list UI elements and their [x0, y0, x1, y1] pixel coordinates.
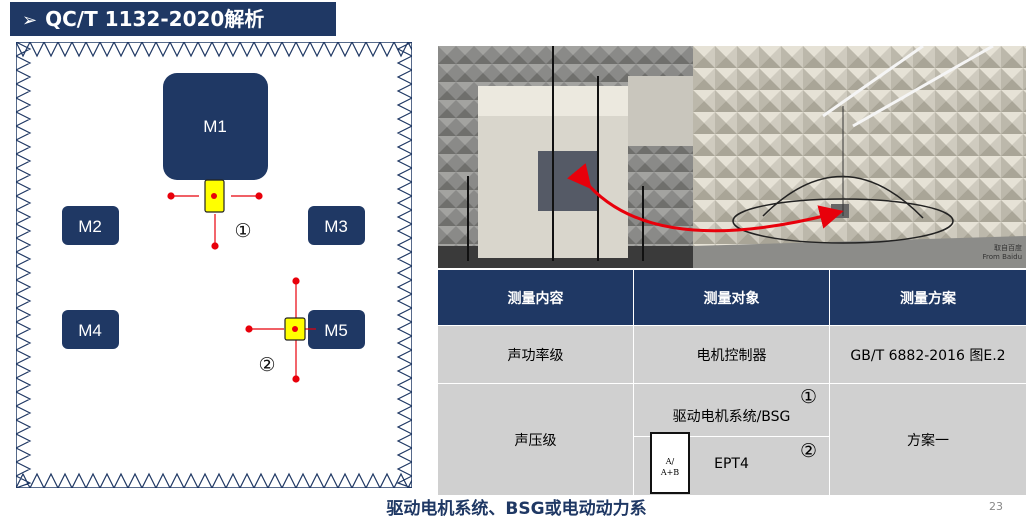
marker-1: ① — [234, 220, 251, 242]
slide-title: QC/T 1132-2020解析 — [45, 7, 265, 31]
note-line2: A+B — [660, 468, 680, 477]
module-m5-label: M5 — [324, 321, 348, 340]
marker-2: ② — [258, 354, 275, 376]
module-m3 — [308, 206, 365, 245]
note-box: A/ A+B — [650, 432, 690, 494]
table-cell: 声压级 — [438, 383, 634, 495]
table-header-content: 测量内容 — [438, 270, 634, 325]
slide-title-bar: ➢ QC/T 1132-2020解析 — [10, 2, 336, 36]
table-cell: 驱动电机系统/BSG — [634, 383, 830, 436]
microphone-cluster-2 — [245, 277, 316, 383]
table-marker-1: ① — [800, 386, 818, 408]
slide-caption: 驱动电机系统、BSG或电动动力系 — [386, 499, 647, 519]
arrow-bullet-icon: ➢ — [22, 10, 38, 31]
module-m2 — [62, 206, 119, 245]
module-m4-label: M4 — [78, 321, 102, 340]
microphone-cluster-1 — [167, 192, 263, 250]
measurement-table: 测量内容 测量对象 测量方案 声功率级 电机控制器 GB/T 6882-2016… — [438, 270, 1026, 495]
photo-credit: 取自百度 From Baidu — [983, 244, 1022, 262]
sensor-dot-2 — [292, 326, 298, 332]
table-cell: 方案一 — [830, 383, 1026, 495]
connecting-arrow — [567, 163, 844, 233]
module-m1 — [163, 73, 268, 180]
note-line1: A/ — [665, 457, 675, 466]
table-header-scheme: 测量方案 — [830, 270, 1026, 325]
absorber-wedges — [16, 42, 412, 488]
table-cell: 电机控制器 — [634, 325, 830, 383]
table-cell-text: 驱动电机系统/BSG — [672, 409, 791, 425]
module-m4 — [62, 310, 119, 349]
photo-credit-line2: From Baidu — [982, 253, 1022, 261]
sensor-dot-1 — [211, 193, 217, 199]
module-m1-label: M1 — [203, 117, 227, 136]
test-setup-photo — [438, 46, 693, 268]
module-m3-label: M3 — [324, 217, 348, 236]
table-cell-text: EPT4 — [714, 456, 749, 472]
table-cell: GB/T 6882-2016 图E.2 — [830, 325, 1026, 383]
page-number: 23 — [989, 500, 1003, 513]
anechoic-chamber-diagram: M1 M2 M3 M4 M5 ① ② — [16, 42, 412, 488]
module-m2-label: M2 — [78, 217, 102, 236]
table-cell: 声功率级 — [438, 325, 634, 383]
table-header-object: 测量对象 — [634, 270, 830, 325]
module-m5 — [308, 310, 365, 349]
photo-credit-line1: 取自百度 — [994, 244, 1022, 252]
table-marker-2: ② — [800, 440, 818, 462]
